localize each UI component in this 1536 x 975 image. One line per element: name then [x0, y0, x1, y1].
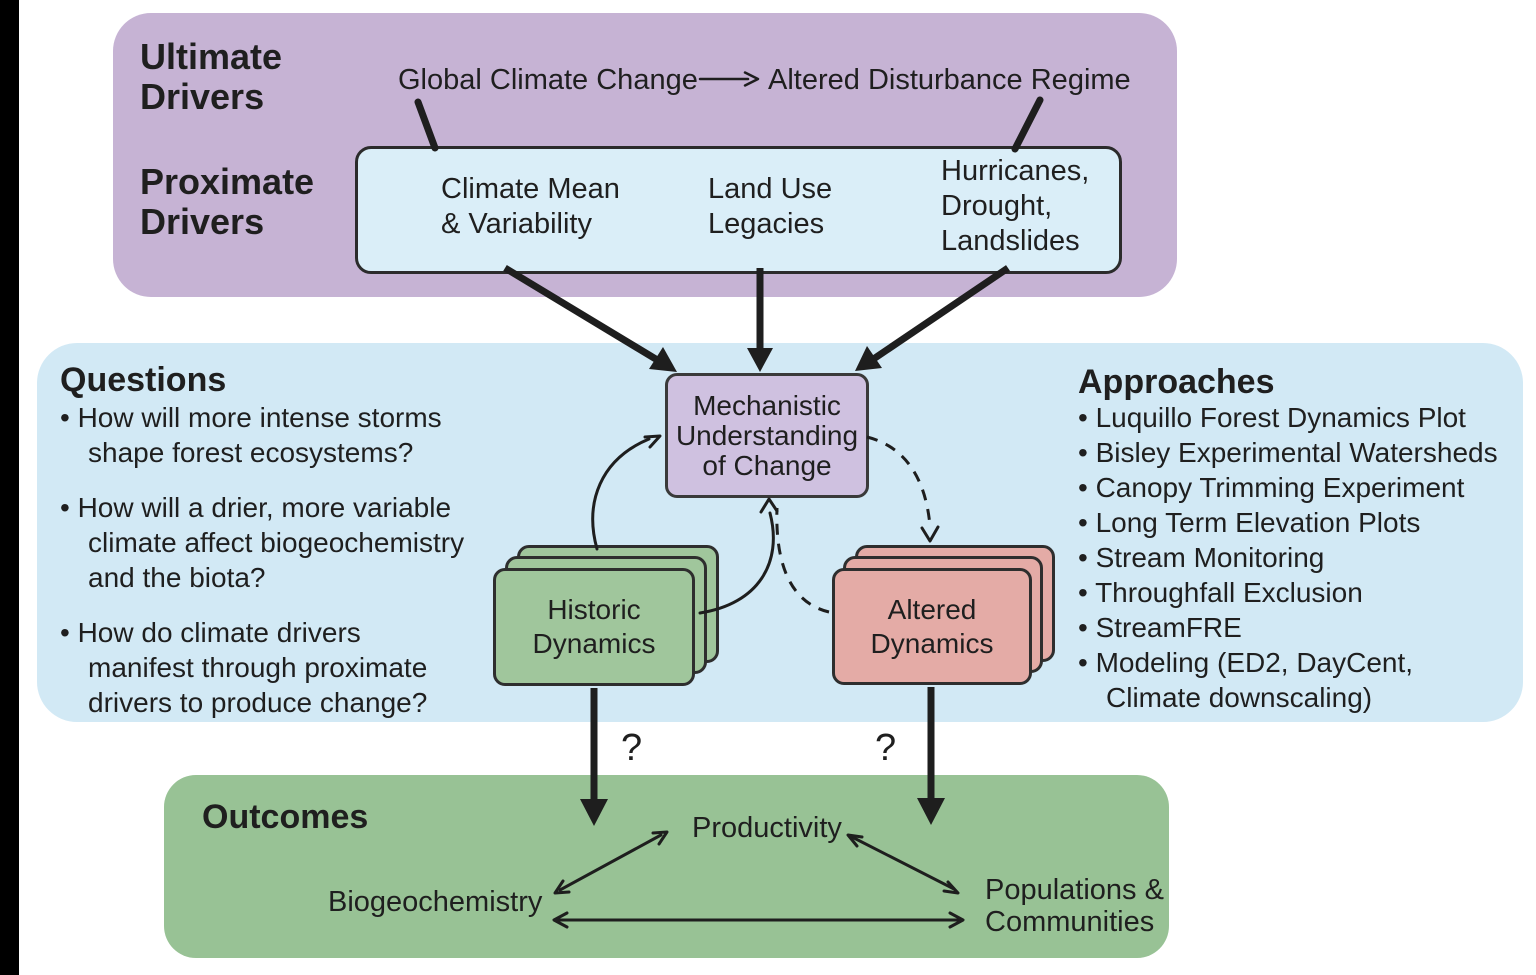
mechanistic-label-line1: Mechanistic	[693, 389, 841, 421]
proximate-drivers-label: Proximate Drivers	[140, 161, 315, 242]
questions-title: Questions	[60, 361, 227, 399]
altered-dynamics-card: Altered Dynamics	[832, 568, 1032, 685]
question-mark-right: ?	[875, 727, 897, 769]
historic-dynamics-label-line2: Dynamics	[532, 628, 656, 659]
approaches-list: • Luquillo Forest Dynamics Plot • Bisley…	[1078, 400, 1498, 715]
outcomes-panel	[164, 775, 1169, 958]
proximate-drivers-box	[355, 146, 1122, 274]
question-2: • How will a drier, more variable climat…	[60, 492, 465, 593]
driver-climate-mean: Climate Mean & Variability	[441, 173, 620, 240]
altered-disturbance-regime-label: Altered Disturbance Regime	[768, 64, 1131, 96]
outcome-productivity: Productivity	[692, 812, 842, 844]
approach-item: • Canopy Trimming Experiment	[1078, 472, 1465, 503]
approach-item: • Luquillo Forest Dynamics Plot	[1078, 402, 1466, 433]
ultimate-drivers-label: Ultimate Drivers	[140, 36, 283, 117]
approach-item: • Throughfall Exclusion	[1078, 577, 1363, 608]
question-3: • How do climate drivers manifest throug…	[60, 617, 428, 718]
approach-item: • Modeling (ED2, DayCent,	[1078, 647, 1414, 678]
left-black-bar	[0, 0, 19, 975]
mechanistic-label-line3: of Change	[702, 449, 832, 481]
outcomes-title: Outcomes	[202, 798, 369, 836]
question-1: • How will more intense storms shape for…	[60, 402, 442, 468]
mechanistic-label-line2: Understanding	[675, 419, 859, 451]
question-mark-left: ?	[621, 727, 643, 769]
mechanistic-understanding-box: Mechanistic Understanding of Change	[665, 373, 869, 498]
approaches-title: Approaches	[1078, 363, 1275, 401]
driver-land-use: Land Use Legacies	[708, 173, 833, 240]
outcome-populations: Populations & Communities	[985, 874, 1164, 938]
altered-dynamics-label-line2: Dynamics	[870, 627, 994, 659]
global-climate-change-label: Global Climate Change	[398, 64, 698, 96]
approach-item-continuation: Climate downscaling)	[1106, 682, 1373, 713]
historic-dynamics-card: Historic Dynamics	[493, 568, 695, 686]
approach-item: • Long Term Elevation Plots	[1078, 507, 1421, 538]
approach-item: • StreamFRE	[1078, 612, 1242, 643]
driver-hurricanes: Hurricanes, Drought, Landslides	[941, 155, 1090, 257]
approach-item: • Bisley Experimental Watersheds	[1078, 437, 1498, 468]
altered-dynamics-label-line1: Altered	[887, 593, 977, 625]
historic-dynamics-label-line1: Historic	[547, 594, 641, 625]
approach-item: • Stream Monitoring	[1078, 542, 1325, 573]
outcome-biogeochemistry: Biogeochemistry	[328, 886, 543, 918]
